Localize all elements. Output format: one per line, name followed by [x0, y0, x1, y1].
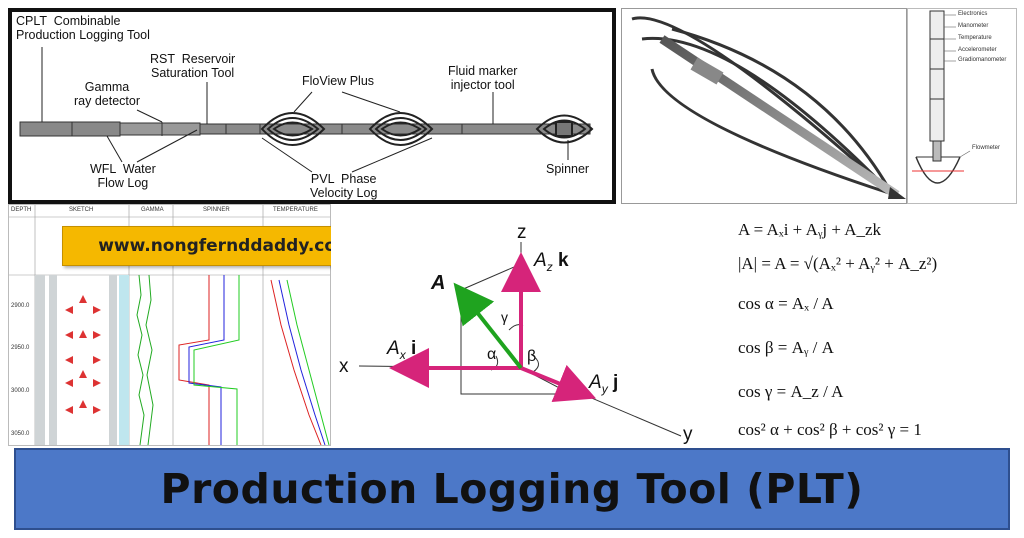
- centralizer-illustration: [631, 16, 906, 199]
- gamma-angle-label: γ: [501, 309, 508, 325]
- schematic-label-manometer: Manometer: [958, 23, 989, 29]
- label-wfl: WFL Water Flow Log: [90, 162, 156, 190]
- axis-z-label: z: [517, 222, 527, 243]
- formula-cos-alpha: cos α = Aₓ / A: [738, 294, 834, 313]
- log-depth-2900: 2900.0: [11, 303, 30, 309]
- label-cplt: CPLT Combinable Production Logging Tool: [16, 14, 150, 42]
- formula-cos-beta: cos β = Aᵧ / A: [738, 338, 834, 357]
- label-gamma-ray: Gamma ray detector: [74, 80, 141, 108]
- label-pvl: PVL Phase Velocity Log: [310, 172, 378, 200]
- formula-magnitude: |A| = A = √(Aₓ² + Aᵧ² + A_z²): [738, 254, 938, 273]
- schematic-label-accelerometer: Accelerometer: [958, 47, 997, 53]
- schematic-label-temperature: Temperature: [958, 35, 992, 41]
- log-header-sketch: SKETCH: [69, 207, 94, 213]
- axis-x-label: x: [339, 356, 349, 377]
- tool-string-drawing: [19, 47, 594, 173]
- log-header-depth: DEPTH: [11, 207, 32, 213]
- log-depth-3000: 3000.0: [11, 388, 30, 394]
- vector-a-label: A: [431, 272, 446, 294]
- log-depth-3050: 3050.0: [11, 431, 30, 437]
- label-fluid-marker: Fluid marker injector tool: [448, 64, 518, 92]
- formula-cos-gamma: cos γ = A_z / A: [738, 382, 844, 401]
- label-rst: RST Reservoir Saturation Tool: [150, 52, 236, 80]
- alpha-angle-label: α: [487, 346, 497, 363]
- tool-schematic-drawing: [912, 10, 971, 184]
- title-banner: Production Logging Tool (PLT): [14, 448, 1010, 530]
- website-url: www.nongfernddaddy.com: [98, 236, 354, 256]
- log-header-temperature: TEMPERATURE: [273, 207, 318, 213]
- spinner-cage: [535, 114, 594, 144]
- formula-direction-cosines-sum: cos² α + cos² β + cos² γ = 1: [738, 420, 922, 439]
- y-component-label: Ay j: [589, 372, 619, 396]
- vector-a-arrow: [453, 282, 523, 370]
- label-floview: FloView Plus: [302, 74, 375, 88]
- log-depth-2950: 2950.0: [11, 345, 30, 351]
- x-component-label: Ax i: [387, 338, 417, 362]
- page-title: Production Logging Tool (PLT): [160, 465, 864, 513]
- floview-cage-2: [368, 112, 434, 146]
- vector-diagram: [358, 242, 682, 437]
- label-spinner: Spinner: [546, 162, 590, 176]
- schematic-label-flowmeter: Flowmeter: [972, 145, 1001, 151]
- tool-string-panel: CPLT Combinable Production Logging Tool …: [8, 8, 616, 204]
- schematic-label-electronics: Electronics: [958, 11, 988, 17]
- formula-vector-components: A = Aₓi + Aᵧj + A_zk: [738, 220, 882, 239]
- beta-angle-label: β: [527, 348, 537, 365]
- schematic-label-gradiomanometer: Gradiomanometer: [958, 57, 1007, 63]
- log-header-gamma: GAMMA: [141, 207, 164, 213]
- centralizer-photo-panel: [621, 8, 907, 204]
- axis-y-label: y: [683, 424, 693, 445]
- y-component-arrow: [520, 364, 597, 402]
- tool-schematic-panel: Electronics Manometer Temperature Accele…: [907, 8, 1017, 204]
- z-component-label: Az k: [534, 250, 569, 274]
- floview-cage-1: [260, 112, 326, 146]
- log-header-spinner: SPINNER: [203, 207, 230, 213]
- vector-diagram-panel: z x y A Az k Ax i Ay j α β γ: [331, 204, 726, 446]
- formula-panel: A = Aₓi + Aᵧj + A_zk |A| = A = √(Aₓ² + A…: [726, 204, 1017, 446]
